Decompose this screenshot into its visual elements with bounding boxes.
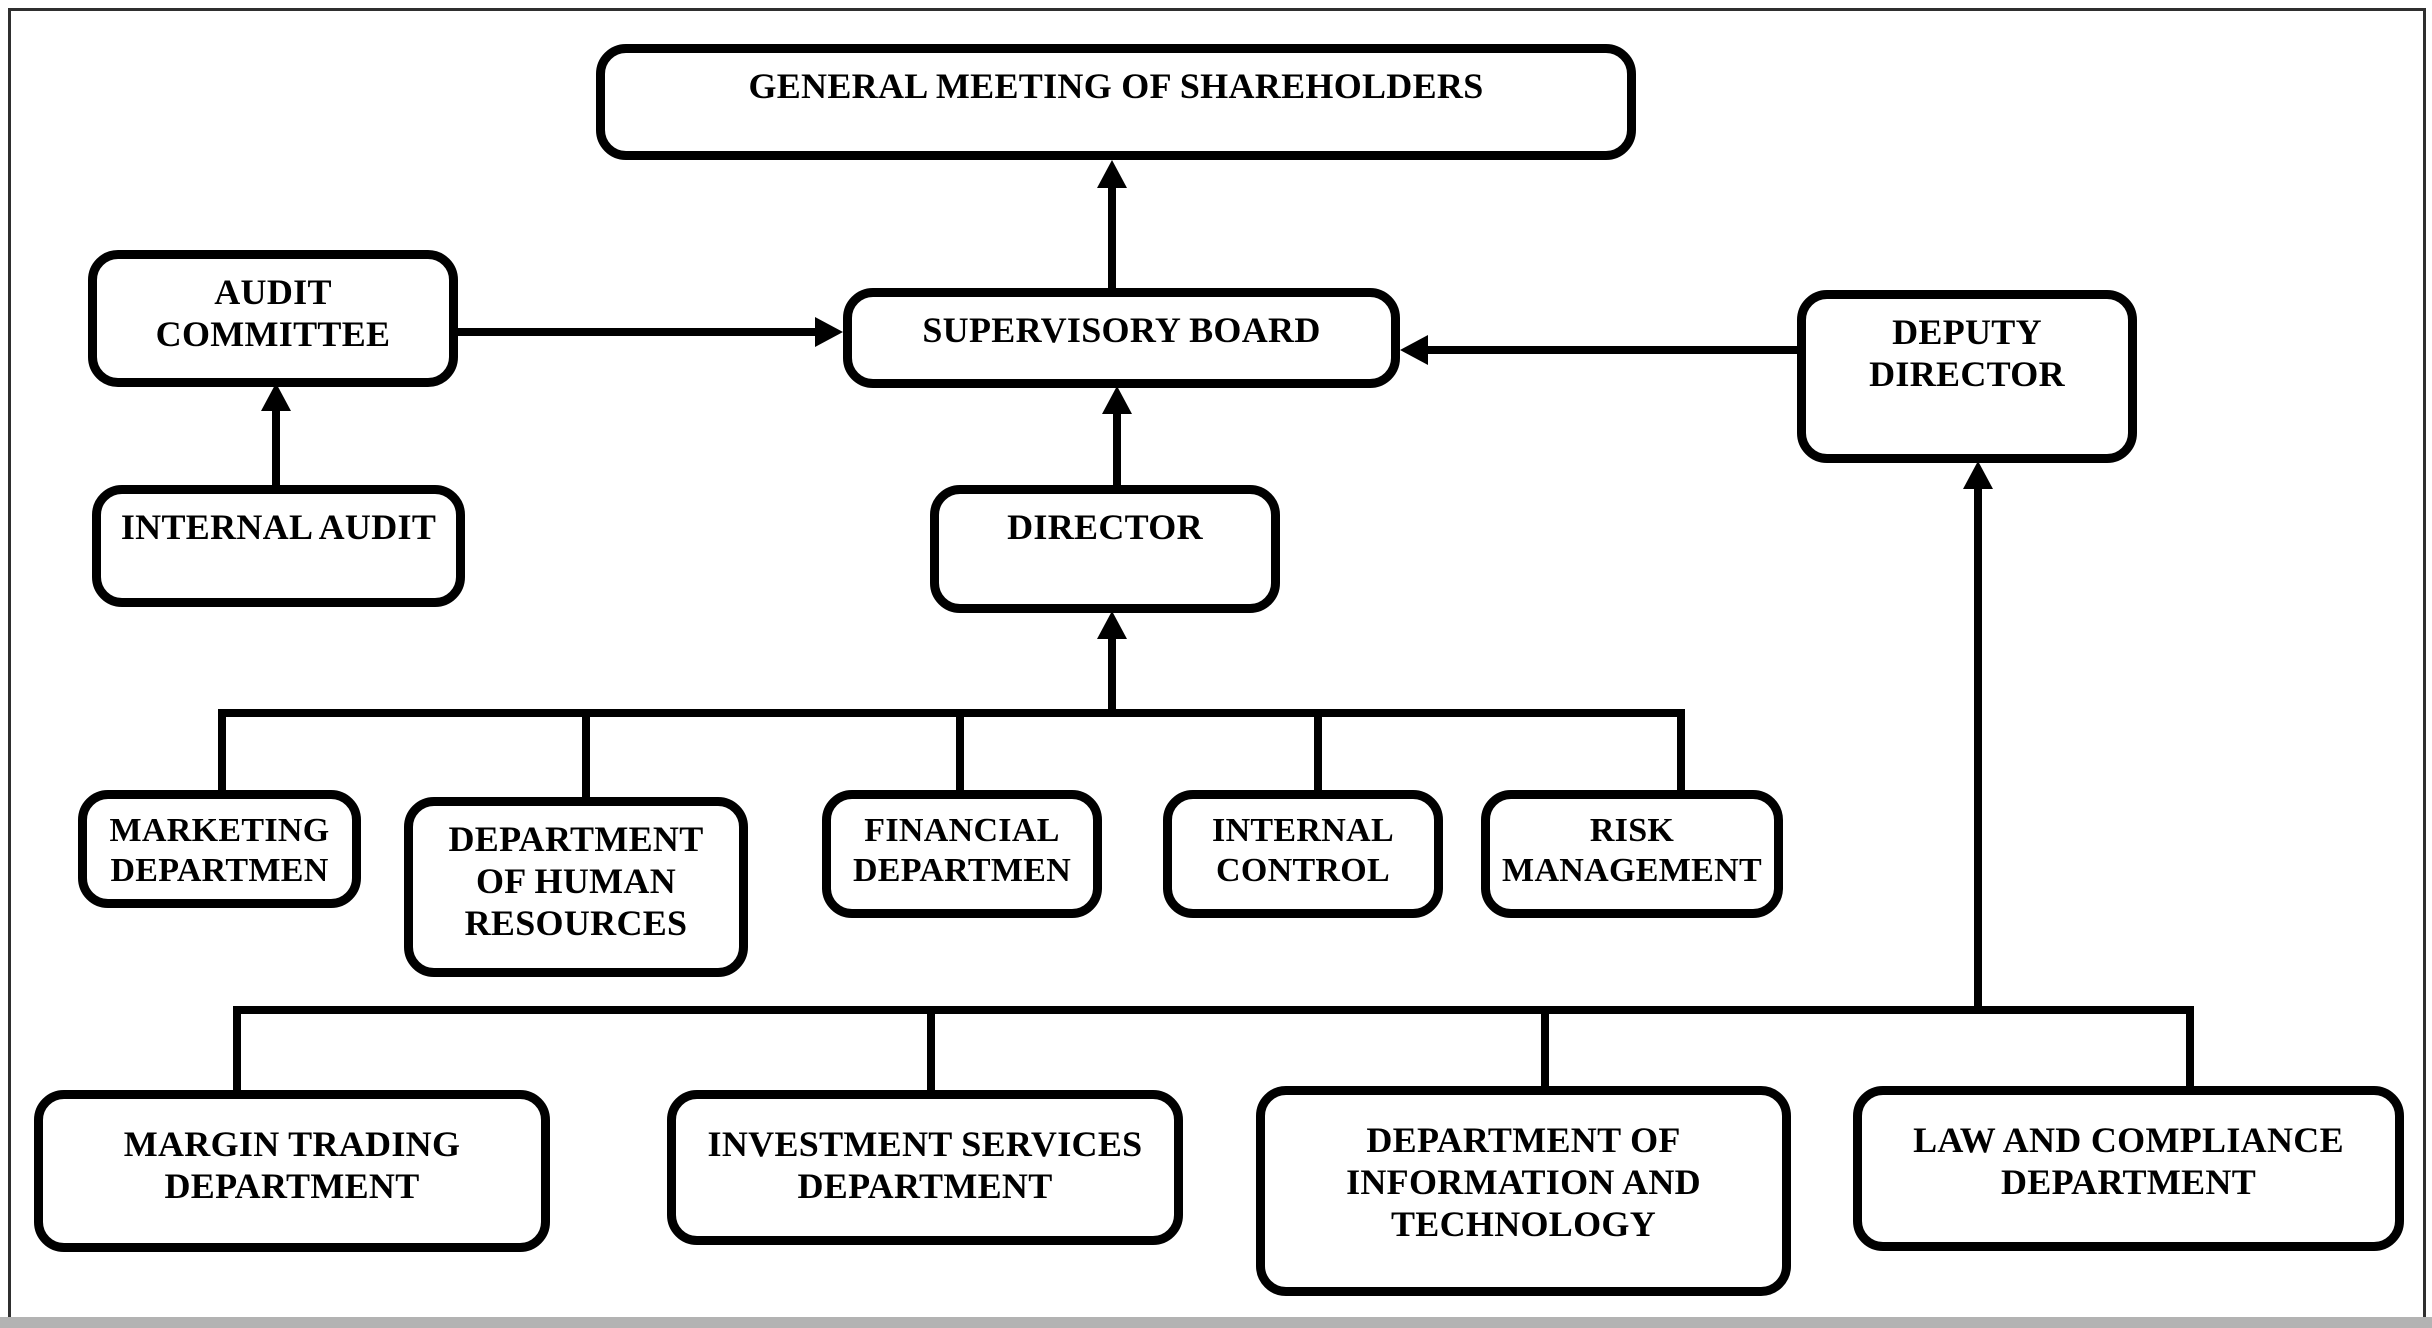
node-internal-audit: INTERNAL AUDIT bbox=[92, 485, 465, 607]
node-general-meeting: GENERAL MEETING OF SHAREHOLDERS bbox=[596, 44, 1636, 160]
drop-human-resources-line bbox=[582, 709, 590, 803]
edge-deputy-to-supervisory-arrowhead bbox=[1400, 335, 1428, 365]
edge-lowerbus-to-deputy-line bbox=[1974, 483, 1982, 1014]
node-human-resources: DEPARTMENT OF HUMAN RESOURCES bbox=[404, 797, 748, 977]
drop-internal-control-line bbox=[1314, 709, 1322, 796]
drop-investment-services-line bbox=[927, 1006, 935, 1096]
edge-director-to-supervisory-arrowhead bbox=[1102, 386, 1132, 414]
drop-financial-line bbox=[956, 709, 964, 796]
departments-bus-line bbox=[218, 709, 1685, 717]
node-margin-trading: MARGIN TRADING DEPARTMENT bbox=[34, 1090, 550, 1252]
drop-risk-management-line bbox=[1677, 709, 1685, 796]
page-bottom-edge bbox=[0, 1317, 2432, 1328]
edge-audit-to-supervisory-arrowhead bbox=[815, 317, 843, 347]
node-law-compliance: LAW AND COMPLIANCE DEPARTMENT bbox=[1853, 1086, 2404, 1251]
edge-bus-to-director-arrowhead bbox=[1097, 611, 1127, 639]
node-risk-management: RISK MANAGEMENT bbox=[1481, 790, 1783, 918]
node-financial-department: FINANCIAL DEPARTMEN bbox=[822, 790, 1102, 918]
edge-internal-audit-to-audit-arrowhead bbox=[261, 383, 291, 411]
node-internal-control: INTERNAL CONTROL bbox=[1163, 790, 1443, 918]
drop-information-technology-line bbox=[1541, 1006, 1549, 1092]
edge-supervisory-to-general-arrowhead bbox=[1097, 160, 1127, 188]
edge-supervisory-to-general-line bbox=[1108, 182, 1116, 290]
drop-law-compliance-line bbox=[2186, 1006, 2194, 1092]
edge-audit-to-supervisory-line bbox=[455, 328, 819, 336]
node-supervisory-board: SUPERVISORY BOARD bbox=[843, 288, 1400, 388]
node-audit-committee: AUDIT COMMITTEE bbox=[88, 250, 458, 387]
edge-director-to-supervisory-line bbox=[1113, 408, 1121, 489]
node-marketing-department: MARKETING DEPARTMEN bbox=[78, 790, 361, 908]
lower-bus-line bbox=[233, 1006, 2194, 1014]
edge-internal-audit-to-audit-line bbox=[272, 405, 280, 489]
drop-margin-trading-line bbox=[233, 1006, 241, 1096]
edge-lowerbus-to-deputy-arrowhead bbox=[1963, 461, 1993, 489]
drop-marketing-line bbox=[218, 709, 226, 796]
node-deputy-director: DEPUTY DIRECTOR bbox=[1797, 290, 2137, 463]
node-information-technology: DEPARTMENT OF INFORMATION AND TECHNOLOGY bbox=[1256, 1086, 1791, 1296]
node-director: DIRECTOR bbox=[930, 485, 1280, 613]
edge-deputy-to-supervisory-line bbox=[1424, 346, 1799, 354]
edge-bus-to-director-line bbox=[1108, 633, 1116, 717]
node-investment-services: INVESTMENT SERVICES DEPARTMENT bbox=[667, 1090, 1183, 1245]
